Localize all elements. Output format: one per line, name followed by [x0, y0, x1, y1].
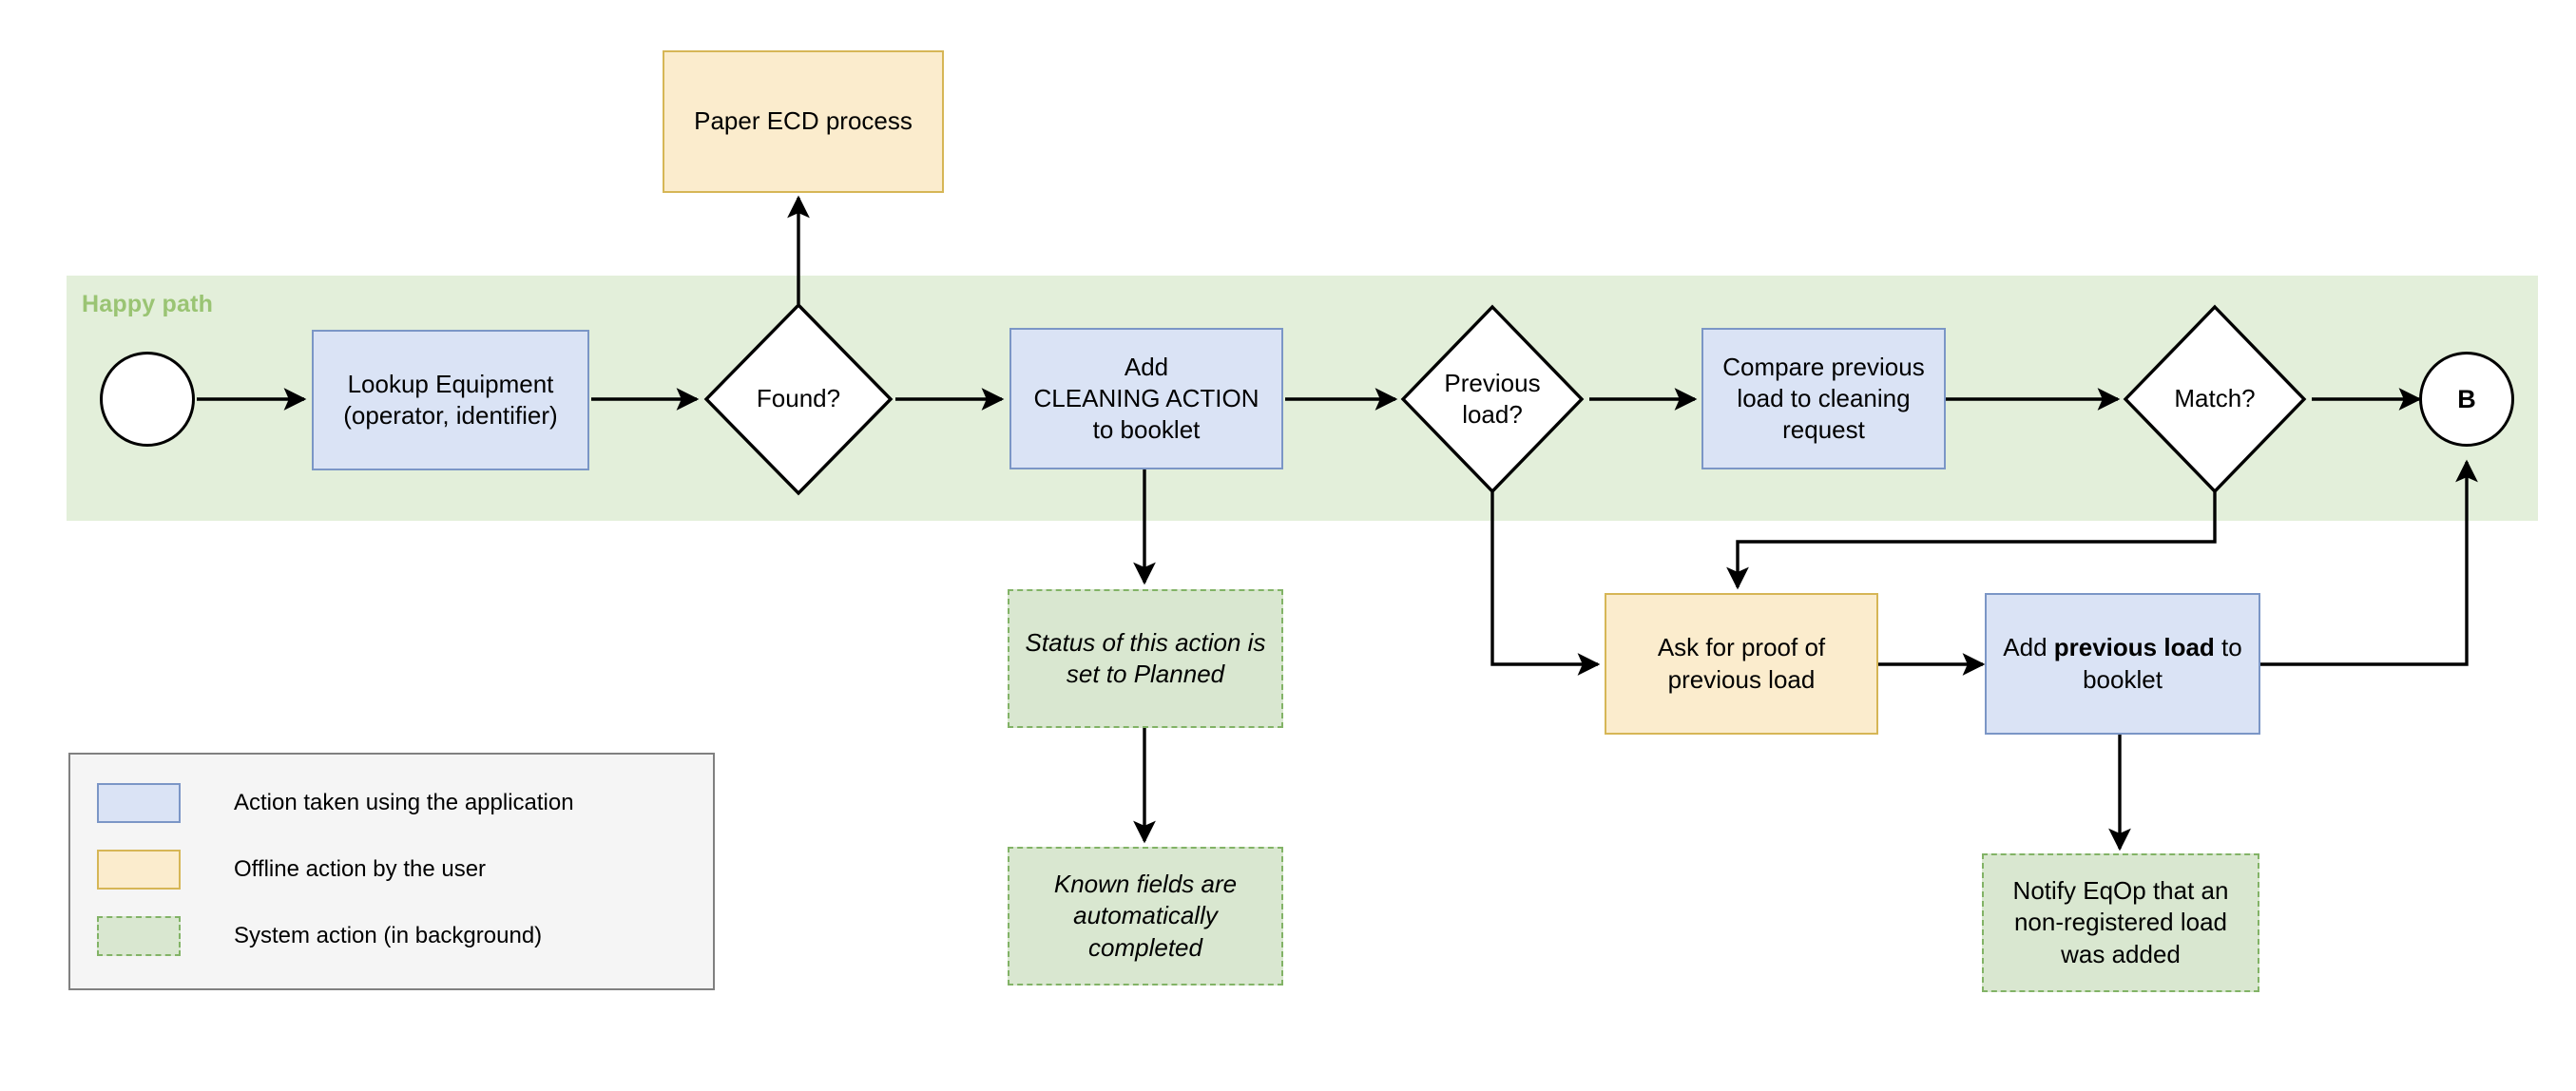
add-previous-load-text: Add previous load to booklet [1987, 632, 2259, 696]
add-previous-load-prefix: Add [2003, 633, 2054, 662]
happy-path-label: Happy path [82, 291, 214, 317]
node-known-fields-completed[interactable]: Known fields are automatically completed [1008, 847, 1283, 986]
node-paper-ecd-process[interactable]: Paper ECD process [663, 50, 944, 193]
node-add-cleaning-action[interactable]: Add CLEANING ACTION to booklet [1009, 328, 1283, 469]
node-compare-previous-load[interactable]: Compare previous load to cleaning reques… [1701, 328, 1946, 469]
legend-item-blue: Action taken using the application [97, 783, 574, 823]
node-notify-eqop[interactable]: Notify EqOp that an non-registered load … [1982, 853, 2259, 992]
node-found-decision[interactable]: Found? [703, 302, 894, 496]
legend-label-application-action: Action taken using the application [234, 790, 574, 815]
legend-panel: Action taken using the application Offli… [68, 753, 715, 990]
legend-swatch-application-action [97, 783, 181, 823]
node-status-planned[interactable]: Status of this action is set to Planned [1008, 589, 1283, 728]
add-previous-load-suffix: to booklet [2083, 633, 2242, 694]
node-lookup-equipment[interactable]: Lookup Equipment (operator, identifier) [312, 330, 589, 470]
legend-item-green: System action (in background) [97, 916, 542, 956]
add-previous-load-strong: previous load [2053, 633, 2215, 662]
node-match-label: Match? [2174, 384, 2256, 413]
connector-b-label: B [2457, 384, 2476, 413]
legend-swatch-offline-action [97, 850, 181, 890]
legend-label-system-action: System action (in background) [234, 923, 543, 948]
node-connector-b[interactable]: B [2419, 352, 2514, 447]
start-node[interactable] [100, 352, 195, 447]
legend-label-offline-action: Offline action by the user [234, 856, 487, 882]
legend-swatch-system-action [97, 916, 181, 956]
node-previous-load-label: Previous load? [1444, 368, 1541, 429]
node-found-label: Found? [756, 384, 841, 413]
node-add-previous-load[interactable]: Add previous load to booklet [1985, 593, 2260, 735]
node-previous-load-decision[interactable]: Previous load? [1400, 304, 1585, 494]
legend-item-yellow: Offline action by the user [97, 850, 486, 890]
node-ask-proof-previous-load[interactable]: Ask for proof of previous load [1605, 593, 1878, 735]
node-match-decision[interactable]: Match? [2123, 304, 2307, 494]
